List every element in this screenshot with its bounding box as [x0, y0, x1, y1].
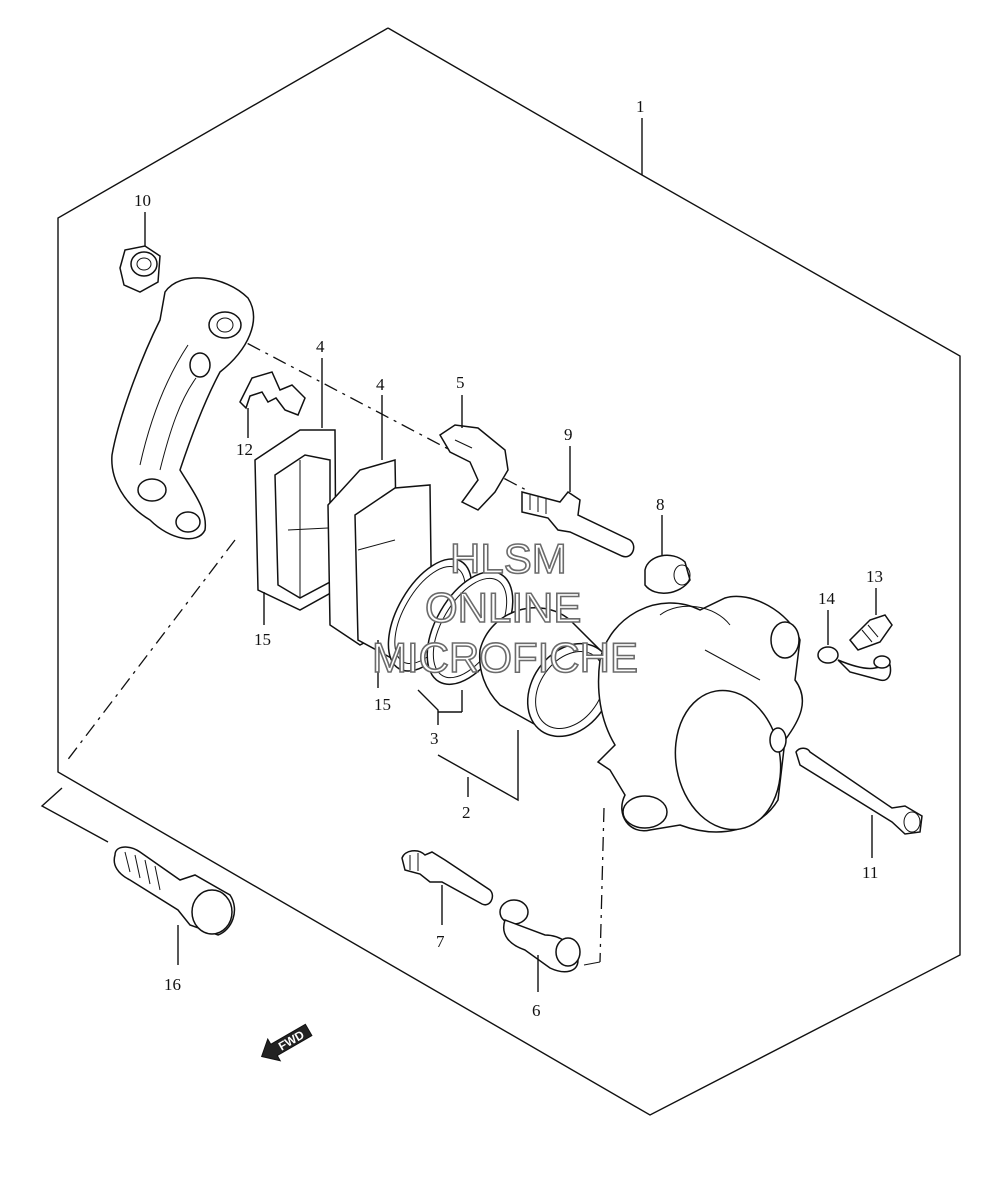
boot-8: [644, 554, 691, 594]
callout-13: 13: [866, 567, 883, 586]
brake-pad-left: [254, 429, 337, 611]
callout-9: 9: [564, 425, 573, 444]
bolt-16: [113, 846, 236, 936]
assembly-boundary: [57, 27, 961, 1116]
watermark-line-3: MICROFICHE: [372, 634, 638, 681]
watermark-line-2: ONLINE: [425, 584, 581, 631]
callout-12: 12: [236, 440, 253, 459]
pad-spring-12: [239, 371, 306, 416]
watermark-line-1: HLSM: [450, 535, 567, 582]
slide-pin-7: [401, 850, 494, 906]
callout-4b: 4: [376, 375, 385, 394]
bleeder-cap-14: [817, 646, 892, 682]
pad-retainer-5: [438, 424, 509, 511]
pad-pin-11: [795, 747, 923, 835]
axis-line-right: [599, 807, 605, 963]
sleeve-6: [499, 899, 581, 973]
caliper-body: [596, 595, 804, 833]
leader-3: [417, 689, 439, 725]
slide-pin-9: [521, 490, 635, 558]
callout-15a: 15: [254, 630, 271, 649]
callout-11: 11: [862, 863, 878, 882]
callout-1: 1: [636, 97, 645, 116]
callout-14: 14: [818, 589, 836, 608]
callout-16: 16: [164, 975, 181, 994]
axis-line-right-b: [583, 961, 601, 966]
callout-6: 6: [532, 1001, 541, 1020]
callout-4a: 4: [316, 337, 325, 356]
callout-3: 3: [430, 729, 439, 748]
forward-direction-arrow: FWD: [260, 1023, 313, 1062]
watermark: HLSM ONLINE MICROFICHE: [371, 534, 639, 682]
bleeder-valve-13: [848, 614, 893, 651]
callout-2: 2: [462, 803, 471, 822]
callout-15b: 15: [374, 695, 391, 714]
callout-8: 8: [656, 495, 665, 514]
leader-2: [437, 730, 519, 802]
caliper-bracket: [111, 277, 255, 540]
callout-7: 7: [436, 932, 445, 951]
callout-5: 5: [456, 373, 465, 392]
nut-10: [119, 245, 161, 293]
piston-2: [478, 607, 614, 738]
axis-line-left: [65, 539, 236, 763]
callout-10: 10: [134, 191, 151, 210]
leader-16-frame: [40, 787, 109, 843]
